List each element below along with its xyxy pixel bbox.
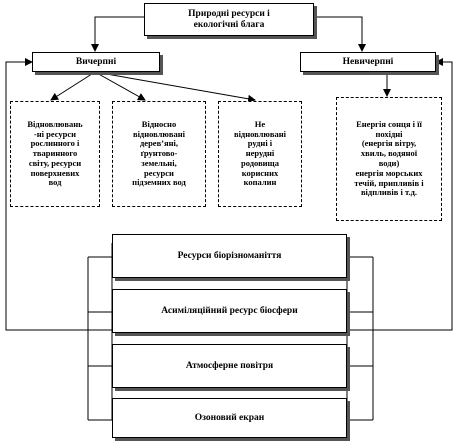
relatively-renewable-box: Відносно відновлювані дерев’яні, ґрунтов… [112, 101, 206, 207]
stack-item-ozone: Озоновий екран [112, 398, 347, 438]
renewable-line-5: світу, ресурси [28, 157, 82, 168]
relatively-renewable-line-2: відновлювані [132, 128, 186, 139]
renewable-line-7: вод [48, 177, 62, 188]
nonrenewable-line-7: копалин [243, 177, 277, 188]
renewable-line-2: -ні ресурси [33, 128, 77, 139]
energy-box: Енергія сонця і її похідні (енергія вітр… [336, 97, 442, 221]
nonrenewable-line-6: корисних [241, 167, 279, 178]
exhaustible-label: Вичерпні [75, 56, 117, 67]
stack-item-label: Озоновий екран [194, 412, 265, 423]
energy-line-7: течій, припливів і [354, 177, 424, 188]
energy-line-1: Енергія сонця і її [356, 118, 422, 129]
relatively-renewable-line-7: підземних вод [132, 177, 186, 188]
stack-item-air: Атмосферне повітря [112, 344, 347, 388]
stack-item-label: Асиміляційний ресурс біосфери [161, 305, 298, 316]
exhaustible-box: Вичерпні [32, 52, 160, 72]
relatively-renewable-line-4: ґрунтово- [140, 148, 178, 159]
nonrenewable-line-3: рудні і [247, 138, 273, 149]
renewable-line-1: Відновлювань [27, 118, 83, 129]
energy-line-5: води) [378, 158, 400, 168]
nonrenewable-line-5: родовища [241, 157, 279, 168]
nonrenewable-line-4: нерудні [245, 148, 275, 159]
energy-line-6: енергія морських [355, 167, 423, 178]
root-box: Природні ресурси і екологічні блага [144, 3, 314, 36]
energy-line-8: відпливів і т.д. [360, 187, 418, 198]
energy-line-4: хвиль, водяної [360, 148, 418, 159]
nonrenewable-box: Не відновлювані рудні і нерудні родовища… [218, 101, 302, 207]
renewable-box: Відновлювань -ні ресурси рослинного і тв… [10, 101, 100, 207]
relatively-renewable-line-3: дерев’яні, [140, 138, 178, 149]
relatively-renewable-line-6: ресурси [144, 167, 174, 178]
stack-item-label: Ресурси біорізноманіття [177, 250, 282, 261]
energy-line-3: (енергія вітру, [361, 138, 417, 149]
energy-line-2: похідні [375, 128, 403, 139]
nonrenewable-line-1: Не [254, 118, 266, 129]
inexhaustible-label: Невичерпні [342, 56, 394, 67]
stack-item-label: Атмосферне повітря [185, 360, 274, 371]
stack-item-assimilation: Асиміляційний ресурс біосфери [112, 289, 347, 333]
renewable-line-3: рослинного і [30, 138, 80, 149]
root-line-2: екологічні блага [193, 19, 265, 30]
relatively-renewable-line-5: земельні, [141, 157, 177, 168]
stack-item-biodiversity: Ресурси біорізноманіття [112, 234, 347, 278]
renewable-line-6: поверхневих [30, 167, 80, 178]
inexhaustible-box: Невичерпні [300, 52, 436, 72]
root-line-1: Природні ресурси і [188, 8, 270, 19]
nonrenewable-line-2: відновлювані [233, 128, 287, 139]
relatively-renewable-line-1: Відносно [141, 118, 177, 129]
renewable-line-4: тваринного [32, 148, 78, 159]
